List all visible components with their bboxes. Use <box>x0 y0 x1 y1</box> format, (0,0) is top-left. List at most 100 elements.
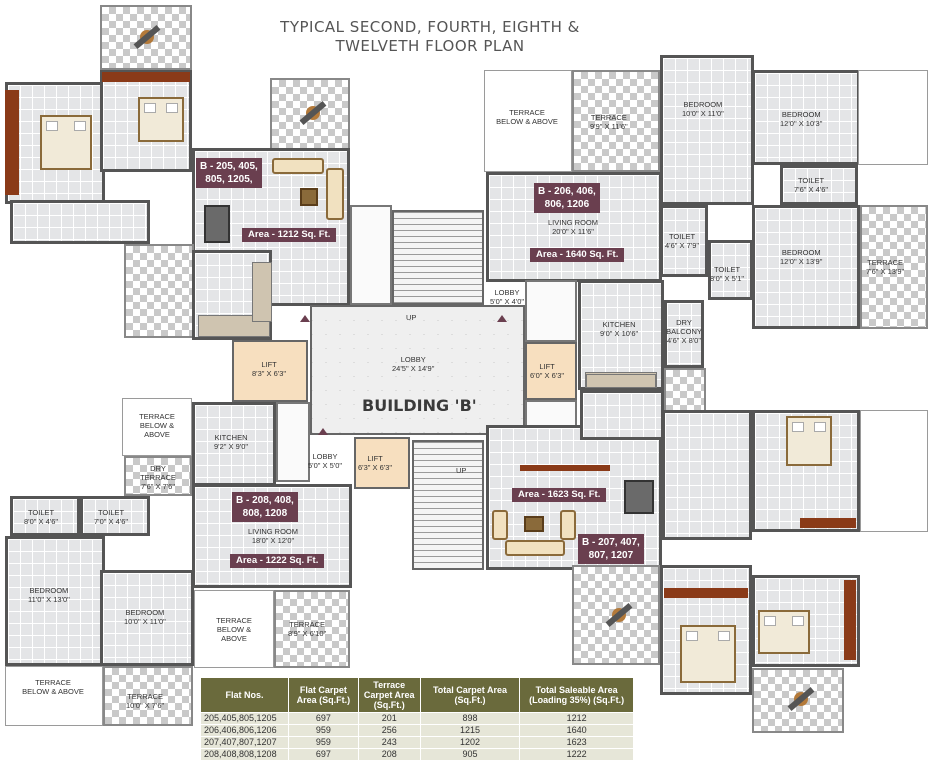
coffee-table-icon <box>524 516 544 532</box>
coffee-table-icon <box>300 188 318 206</box>
ne-toilet-1 <box>780 165 858 205</box>
bed-icon <box>680 625 736 683</box>
sw-dry-terrace <box>124 456 192 496</box>
bed-icon <box>786 416 832 466</box>
sw-toilet-2 <box>80 496 150 536</box>
col-flat-carpet: Flat Carpet Area (Sq.Ft.) <box>287 677 359 713</box>
table-row: 205,405,805,1205 697 201 898 1212 <box>200 712 634 725</box>
ne-open-space <box>858 70 928 165</box>
flat-tag-se: B - 207, 407, 807, 1207 <box>578 534 644 564</box>
sw-toilet-1 <box>10 496 80 536</box>
wardrobe <box>800 518 856 528</box>
entry-arrow-icon <box>497 315 507 322</box>
sofa-icon <box>326 168 344 220</box>
ne-terrace-below <box>484 70 572 172</box>
dining-table-icon <box>624 480 654 514</box>
se-kitchen <box>580 390 664 440</box>
ne-kitchen <box>578 280 664 390</box>
sw-terrace-2 <box>103 666 193 726</box>
sofa-icon <box>272 158 324 174</box>
duct-shaft <box>350 205 392 305</box>
outdoor-umbrella-icon <box>604 600 634 630</box>
entry-arrow-icon <box>318 428 328 435</box>
entry-arrow-icon <box>300 315 310 322</box>
kitchen-counter <box>252 262 272 322</box>
sw-bedroom-1 <box>5 536 105 666</box>
dining-table-icon <box>204 205 230 243</box>
lift-south <box>354 437 410 489</box>
outdoor-umbrella-icon <box>298 98 328 128</box>
nw-toilets <box>10 200 150 244</box>
sofa-icon <box>505 540 565 556</box>
building-name: BUILDING 'B' <box>362 396 477 415</box>
table-row: 206,406,806,1206 959 256 1215 1640 <box>200 724 634 737</box>
table-row: 207,407,807,1207 959 243 1202 1623 <box>200 736 634 749</box>
sw-bedroom-2 <box>100 570 194 666</box>
ne-bedroom-1 <box>660 55 754 205</box>
bed-icon <box>758 610 810 654</box>
wardrobe <box>844 580 856 660</box>
se-open-space <box>860 410 928 532</box>
wardrobe <box>102 72 190 82</box>
stair-up-label: UP <box>406 313 417 322</box>
flat-area-nw: Area - 1212 Sq. Ft. <box>242 228 337 242</box>
area-statement-table: Flat Nos. Flat Carpet Area (Sq.Ft.) Terr… <box>200 677 634 761</box>
sofa-icon <box>560 510 576 540</box>
col-total-carpet: Total Carpet Area (Sq.Ft.) <box>419 677 521 713</box>
ne-dry-balcony <box>664 300 704 368</box>
main-lobby <box>310 305 525 435</box>
sw-terrace-below-3-label: TERRACE BELOW & ABOVE <box>22 678 84 696</box>
outdoor-umbrella-icon <box>786 684 816 714</box>
nw-terrace-balcony <box>270 78 350 150</box>
wardrobe <box>5 90 19 195</box>
col-total-saleable: Total Saleable Area (Loading 35%) (Sq.Ft… <box>519 677 634 713</box>
flat-area-se: Area - 1623 Sq. Ft. <box>512 488 607 502</box>
ne-terrace-below-label: TERRACE BELOW & ABOVE <box>496 108 558 126</box>
flat-area-ne: Area - 1640 Sq. Ft. <box>530 248 625 262</box>
flat-tag-ne: B - 206, 406, 806, 1206 <box>534 183 600 213</box>
ne-bedroom-3 <box>752 205 860 329</box>
bed-icon <box>138 97 184 142</box>
staircase-north <box>392 210 484 305</box>
flat-tag-sw: B - 208, 408, 808, 1208 <box>232 492 298 522</box>
ne-toilet-3 <box>708 240 753 300</box>
lift-east <box>525 342 577 400</box>
duct-shaft <box>276 402 310 482</box>
sw-terrace-below <box>122 398 192 456</box>
table-row: 208,408,808,1208 697 208 905 1222 <box>200 748 634 761</box>
staircase-south <box>412 440 484 570</box>
sw-terrace-below-2 <box>194 590 274 668</box>
sw-terrace-below-2-label: TERRACE BELOW & ABOVE <box>216 616 252 643</box>
col-terrace-carpet: Terrace Carpet Area (Sq.Ft.) <box>357 677 421 713</box>
flat-tag-nw: B - 205, 405, 805, 1205, <box>196 158 262 188</box>
table-header-row: Flat Nos. Flat Carpet Area (Sq.Ft.) Terr… <box>200 677 634 713</box>
ne-terrace-2 <box>860 205 928 329</box>
sw-kitchen <box>192 402 276 486</box>
wardrobe <box>664 588 748 598</box>
